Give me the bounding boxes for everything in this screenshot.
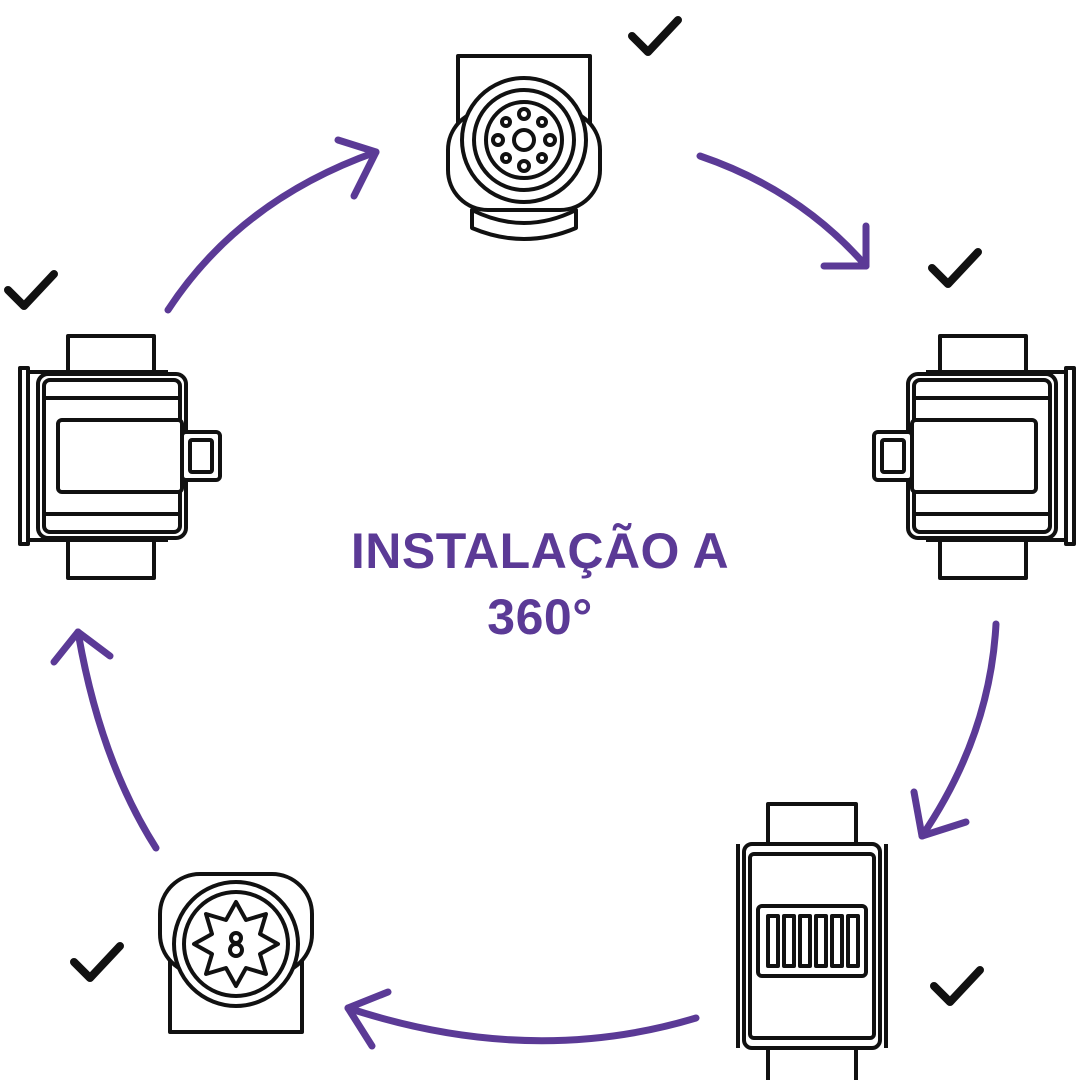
fan-orientation-left <box>18 334 222 580</box>
title-line-1: INSTALAÇÃO A <box>350 523 730 579</box>
check-mark-icon <box>632 20 678 52</box>
check-mark-icon <box>74 946 120 978</box>
check-mark-icon <box>8 274 54 306</box>
fan-orientation-bottom-right <box>736 802 888 1080</box>
check-mark-icon <box>932 252 978 284</box>
arrow-bottom-left-to-left <box>50 628 160 852</box>
arrow-bottom-right-to-bottom-left <box>344 988 700 1050</box>
page-title: INSTALAÇÃO A 360° <box>290 518 790 650</box>
fan-orientation-right <box>872 334 1076 580</box>
check-mark-icon <box>934 970 980 1002</box>
fan-orientation-bottom-left <box>158 872 314 1034</box>
fan-orientation-top <box>446 54 602 241</box>
rotation-arrows <box>50 136 1000 1050</box>
arrow-left-to-top <box>164 136 380 314</box>
arrow-right-to-bottom-right <box>910 620 1000 840</box>
title-line-2: 360° <box>487 589 593 645</box>
arrow-top-to-right <box>696 152 870 270</box>
